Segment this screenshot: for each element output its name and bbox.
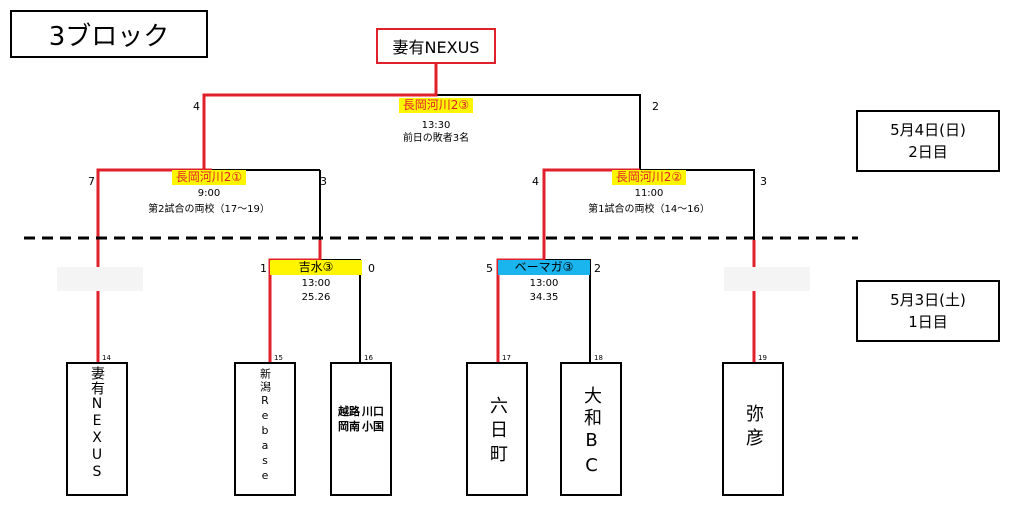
semi-right-match-info: 長岡河川2② 11:00 第1試合の両校（14〜16）: [549, 170, 749, 216]
final-left-score: 4: [193, 100, 200, 113]
semi-left-left-line: [96, 168, 204, 362]
ghost-box-left: [57, 267, 143, 291]
semi-left-note: 第2試合の両校（17〜19）: [148, 204, 270, 215]
team-box: 越路 川口 岡南 小国: [330, 362, 392, 496]
final-time: 13:30: [421, 120, 451, 131]
semi-right-time: 11:00: [634, 188, 664, 199]
semi-left-time: 9:00: [197, 188, 221, 199]
final-venue: 長岡河川2③: [398, 98, 474, 113]
r1-right-time: 13:00: [529, 278, 559, 289]
r1-left-match-info: 吉水③ 13:00 25.26: [270, 260, 362, 304]
seed-number: 16: [364, 354, 373, 362]
r1-left-time: 13:00: [301, 278, 331, 289]
date-label: 5月3日(土): [890, 291, 966, 309]
team-name-row: 岡南 小国: [338, 419, 384, 434]
semi-right-left-line: [542, 168, 640, 260]
school-name: 岡南: [338, 420, 360, 433]
team-name: 大和BC: [581, 386, 602, 480]
final-right-score: 2: [652, 100, 659, 113]
champion-box: 妻有NEXUS: [376, 28, 496, 64]
seed-number: 15: [274, 354, 283, 362]
day-label: 2日目: [908, 143, 948, 161]
team-box: 六日町: [466, 362, 528, 496]
semi-left-right-score: 3: [320, 175, 327, 188]
r1-left-note: 25.26: [301, 292, 331, 303]
semi-left-match-info: 長岡河川2① 9:00 第2試合の両校（17〜19）: [109, 170, 309, 216]
r1-right-left-score: 5: [486, 262, 493, 275]
semi-right-note: 第1試合の両校（14〜16）: [588, 204, 710, 215]
day-label: 1日目: [908, 313, 948, 331]
r1-right-venue: ベーマガ③: [498, 260, 590, 275]
seed-number: 18: [594, 354, 603, 362]
team-box: 新潟Rebase: [234, 362, 296, 496]
team-name: 新潟Rebase: [258, 368, 272, 484]
team-name-grid: 越路 川口 岡南 小国: [332, 404, 390, 434]
final-left-line: [202, 64, 438, 170]
semi-right-right-score: 3: [760, 175, 767, 188]
semi-left-venue: 長岡河川2①: [171, 170, 247, 185]
r1-right-note: 34.35: [529, 292, 559, 303]
date-box-day1: 5月3日(土) 1日目: [856, 280, 1000, 342]
team-box: 妻有NEXUS: [66, 362, 128, 496]
team-name-row: 越路 川口: [338, 404, 384, 419]
seed-number: 14: [102, 354, 111, 362]
school-name: 川口: [362, 405, 384, 418]
final-right-line: [436, 94, 641, 170]
r1-left-venue: 吉水③: [270, 260, 362, 275]
date-label: 5月4日(日): [890, 121, 966, 139]
final-match-info: 長岡河川2③ 13:30 前日の敗者3名: [336, 98, 536, 145]
ghost-box-right: [724, 267, 810, 291]
r1-right-right-score: 2: [594, 262, 601, 275]
r1-left-right-score: 0: [368, 262, 375, 275]
date-box-day2: 5月4日(日) 2日目: [856, 110, 1000, 172]
team-name: 妻有NEXUS: [89, 366, 105, 481]
team-name: 弥彦: [743, 404, 764, 452]
semi-right-venue: 長岡河川2②: [611, 170, 687, 185]
seed-number: 19: [758, 354, 767, 362]
seed-number: 17: [502, 354, 511, 362]
final-note: 前日の敗者3名: [402, 133, 470, 144]
team-name: 六日町: [487, 396, 508, 468]
team-box: 弥彦: [722, 362, 784, 496]
r1-left-left-score: 1: [260, 262, 267, 275]
semi-right-left-score: 4: [532, 175, 539, 188]
block-title: 3ブロック: [10, 10, 208, 58]
school-name: 越路: [338, 405, 360, 418]
team-box: 大和BC: [560, 362, 622, 496]
r1-right-match-info: ベーマガ③ 13:00 34.35: [498, 260, 590, 304]
school-name: 小国: [362, 420, 384, 433]
semi-left-left-score: 7: [88, 175, 95, 188]
